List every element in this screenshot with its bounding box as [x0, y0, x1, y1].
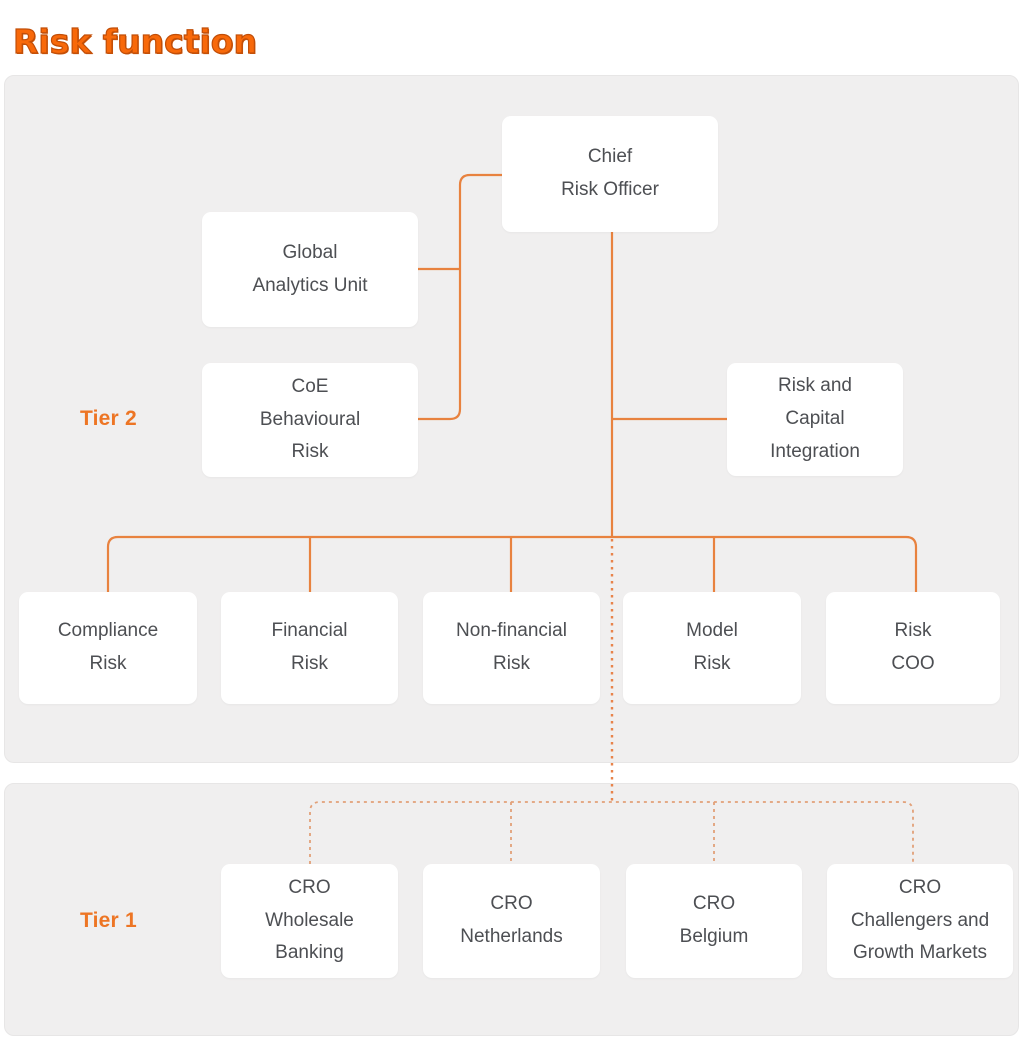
- page-title: Risk function: [12, 21, 257, 61]
- node-cro-challengers-growth-markets: CRO Challengers and Growth Markets: [827, 864, 1013, 978]
- node-chief-risk-officer: Chief Risk Officer: [502, 116, 718, 232]
- node-cro-belgium: CRO Belgium: [626, 864, 802, 978]
- node-model-risk: Model Risk: [623, 592, 801, 704]
- tier1-label: Tier 1: [80, 909, 137, 932]
- node-cro-wholesale-banking: CRO Wholesale Banking: [221, 864, 398, 978]
- node-non-financial-risk: Non-financial Risk: [423, 592, 600, 704]
- node-cro-netherlands: CRO Netherlands: [423, 864, 600, 978]
- node-financial-risk: Financial Risk: [221, 592, 398, 704]
- node-coe-behavioural-risk: CoE Behavioural Risk: [202, 363, 418, 477]
- node-risk-coo: Risk COO: [826, 592, 1000, 704]
- node-global-analytics-unit: Global Analytics Unit: [202, 212, 418, 327]
- tier2-label: Tier 2: [80, 407, 137, 430]
- node-risk-and-capital-integration: Risk and Capital Integration: [727, 363, 903, 476]
- node-compliance-risk: Compliance Risk: [19, 592, 197, 704]
